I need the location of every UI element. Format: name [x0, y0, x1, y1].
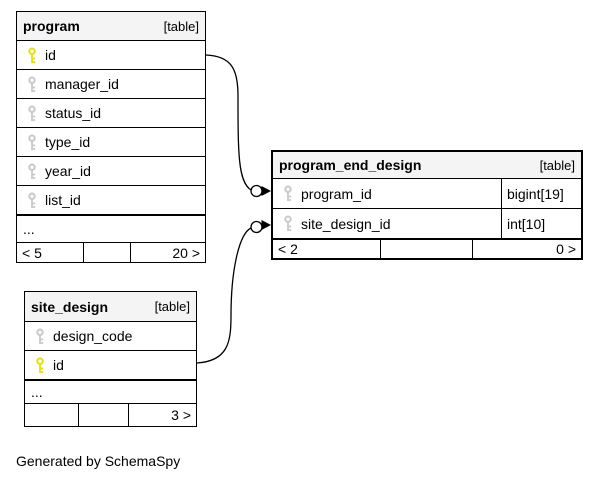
- ellipsis-label: ...: [31, 384, 43, 400]
- ref-key-icon: [28, 104, 36, 121]
- column-row-list-id: list_id: [17, 186, 205, 215]
- footer-children-count: 3 >: [171, 407, 191, 423]
- table-site-design[interactable]: site_design [table] design_code id ... 3…: [24, 291, 197, 427]
- column-name: year_id: [45, 163, 91, 179]
- table-program-header[interactable]: program [table]: [17, 12, 205, 41]
- column-row-type-id: type_id: [17, 128, 205, 157]
- table-program-end-design[interactable]: program_end_design [table] program_id bi…: [271, 150, 583, 260]
- cardinality-circle: [250, 184, 263, 198]
- ellipsis-label: ...: [23, 221, 35, 237]
- column-name: id: [53, 357, 64, 373]
- column-name: design_code: [53, 328, 133, 344]
- column-row-manager-id: manager_id: [17, 70, 205, 99]
- ref-key-icon: [284, 215, 292, 231]
- primary-key-icon: [28, 46, 36, 63]
- column-row-design-code: design_code: [25, 322, 196, 351]
- ref-key-icon: [28, 133, 36, 150]
- table-footer: < 5 20 >: [17, 243, 205, 262]
- ref-key-icon: [28, 191, 36, 208]
- column-name: type_id: [45, 134, 91, 150]
- arrowhead-icon: [261, 220, 271, 230]
- column-row-status-id: status_id: [17, 99, 205, 128]
- column-name: manager_id: [45, 76, 119, 92]
- table-tag: [table]: [539, 157, 575, 173]
- footer-middle-cell: [83, 243, 131, 262]
- ref-key-icon: [284, 185, 292, 201]
- footer-parents-count: < 5: [22, 244, 42, 261]
- column-row-id: id: [17, 41, 205, 70]
- table-title[interactable]: site_design: [31, 298, 109, 315]
- table-program-end-design-header[interactable]: program_end_design [table]: [273, 152, 581, 179]
- ellipsis-row: ...: [25, 380, 196, 404]
- column-name: id: [45, 47, 56, 63]
- column-type: int[10]: [501, 209, 581, 238]
- relation-site-design-to-program-end-design: [196, 220, 271, 364]
- footer-middle-cell: [78, 404, 129, 426]
- ref-key-icon: [28, 75, 36, 92]
- arrowhead-icon: [261, 186, 271, 196]
- table-footer: 3 >: [25, 404, 196, 426]
- ellipsis-row: ...: [17, 215, 205, 243]
- ref-key-icon: [36, 327, 44, 344]
- column-name: list_id: [45, 192, 81, 208]
- column-name: status_id: [45, 105, 102, 121]
- table-program[interactable]: program [table] id manager_id status_id …: [16, 11, 206, 263]
- column-row-site-design-id: site_design_id int[10]: [273, 209, 581, 239]
- footer-children-count: 20 >: [172, 244, 200, 261]
- footer-parents-count: [25, 404, 78, 426]
- footer-parents-count: < 2: [278, 241, 298, 257]
- column-row-program-id: program_id bigint[19]: [273, 179, 581, 209]
- table-title[interactable]: program: [23, 18, 80, 34]
- table-title[interactable]: program_end_design: [279, 157, 422, 173]
- column-row-year-id: year_id: [17, 157, 205, 186]
- column-type: bigint[19]: [501, 179, 581, 208]
- footer-children-count: 0 >: [556, 241, 576, 257]
- column-name: program_id: [301, 185, 372, 202]
- cardinality-circle: [250, 220, 263, 234]
- column-row-id: id: [25, 351, 196, 380]
- table-footer: < 2 0 >: [273, 239, 581, 258]
- table-site-design-header[interactable]: site_design [table]: [25, 292, 196, 322]
- column-name: site_design_id: [301, 215, 391, 232]
- ref-key-icon: [28, 162, 36, 179]
- generated-by-note: Generated by SchemaSpy: [16, 453, 181, 469]
- footer-middle-cell: [380, 240, 473, 258]
- table-tag: [table]: [154, 299, 190, 314]
- primary-key-icon: [36, 356, 44, 373]
- table-tag: [table]: [163, 18, 199, 34]
- relation-program-to-program-end-design: [205, 54, 271, 198]
